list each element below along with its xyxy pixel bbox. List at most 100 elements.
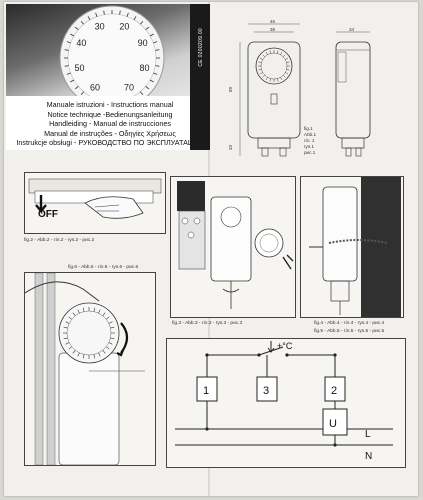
dial-tick [93,307,96,312]
dial-number: 40 [76,38,86,48]
dial-tick [93,354,96,359]
dial-tick [70,79,75,83]
dim-width-total: 46 [270,19,276,24]
document-code: CE 0200209.00 [198,28,204,67]
neutral-label: N [365,451,372,462]
manual-title-1: Manuale istruzioni - Instructions manual [46,100,174,109]
dial-tick [63,326,68,329]
dial-tick [65,342,70,345]
dial-tick [72,312,76,316]
dial-tick [80,91,85,96]
terminal-1-label: 1 [203,385,209,397]
fig3-illustration [177,181,294,309]
dial-tick [80,20,85,25]
manual-title-4: Manual de instruções - Οδηγίες Χρήσεως [44,128,176,138]
dial-tick [68,346,72,350]
dial-tick [280,51,283,55]
dial-tick [98,309,101,314]
terminal-3-box [256,376,278,402]
dial-tick [77,309,80,314]
dial-tick [269,50,271,54]
dial-tick [98,352,101,357]
dial-number: 80 [140,63,150,73]
fig6-illustration [24,272,145,466]
dial-number: 90 [138,38,148,48]
dial-tick [286,69,290,71]
dial-tick [145,85,150,90]
dial-tick [63,337,68,340]
fig5-caption: fig.5 - Abb.5 - гіл.5 - rys.5 - рис.5 [314,329,385,334]
dial-number: 60 [90,82,100,92]
line-label: L [365,429,371,440]
dim-width-dial: 38 [270,27,276,32]
dial-tick [149,33,154,37]
manual-title-3: Handleiding - Manual de instrucciones [49,119,171,129]
dial-tick [153,41,158,44]
fig3-caption: fig.3 - Abb.3 - гіл.3 - rys.3 - рис.3 [172,321,243,326]
load-box [322,408,348,436]
dial-tick [262,54,265,57]
fig4-illustration [309,177,401,317]
dial-tick [108,342,113,345]
dial-tick [285,72,289,75]
dial-tick [110,337,115,340]
dial-tick [66,41,71,44]
dial-tick [66,72,71,75]
dial-number: 20 [119,21,129,31]
dial-tick [103,10,105,15]
load-label: U [329,418,337,430]
fig4-panel [300,176,404,318]
fig6-panel [24,272,156,466]
dial-tick [74,26,79,31]
dial-tick [82,354,85,359]
dial-tick [258,69,262,71]
dim-side: 34 [349,27,355,32]
dial-tick [259,72,263,75]
terminal-1-box [196,376,218,402]
fig1-caption-line: гіл. 1 [304,138,315,143]
dial-tick [106,316,110,320]
dial-tick [280,77,283,81]
cover-side-strip [190,4,210,150]
fig1-caption-line: rys.1 [304,144,314,149]
dial-tick [102,312,106,316]
dial-tick [82,307,85,312]
dial-tick [106,346,110,350]
dial-tick [153,72,158,75]
dial-number: 50 [75,63,85,73]
dial-tick [70,33,75,37]
wiring-diagram-panel: 1 3 2 U +°C L N [166,338,406,468]
fig3-panel [170,176,296,318]
fig1-caption: fig.1 Abb.1 гіл. 1 rys.1 рис.1 [304,126,316,156]
fig4-caption: fig.4 - Abb.4 - гіл.4 - rys.4 - рис.4 [314,321,385,326]
fig1-dimension-drawing: 46 38 89 33 34 [218,16,412,168]
dial-tick [102,350,106,354]
dial-tick [95,12,98,17]
dial-tick [64,49,69,51]
dial-tick [145,26,150,31]
fig1-caption-line: fig.1 [304,126,313,131]
dial-tick [149,79,154,83]
fig2-illustration [28,178,162,219]
dial-tick [65,321,70,324]
fig2-panel [24,172,166,234]
dial-tick [108,321,113,324]
dial-tick [155,49,160,51]
dial-tick [77,352,80,357]
dial-tick [277,78,279,82]
dial-tick [133,16,137,21]
manual-languages-list: Manuale istruzioni - Instructions manual… [10,100,208,148]
terminal-3-label: 3 [263,385,269,397]
manual-title-2: Notice technique -Bedienungsanleitung [47,109,173,119]
dial-tick [285,57,289,60]
dial-tick [110,326,115,329]
dial-tick [74,85,79,90]
dial-tick [139,91,144,96]
wiring-diagram: 1 3 2 U +°C L N [175,341,393,462]
manual-title-5: Instrukcje obsługi - РУКОВОДСТВО ПО ЭКСП… [16,138,204,148]
dial-tick [139,20,144,25]
dial-tick [155,65,160,67]
fig2-caption: fig.2 - Abb.2 - гіл.2 - rys.2 - рис.2 [24,238,95,243]
dial-tick [262,75,265,78]
